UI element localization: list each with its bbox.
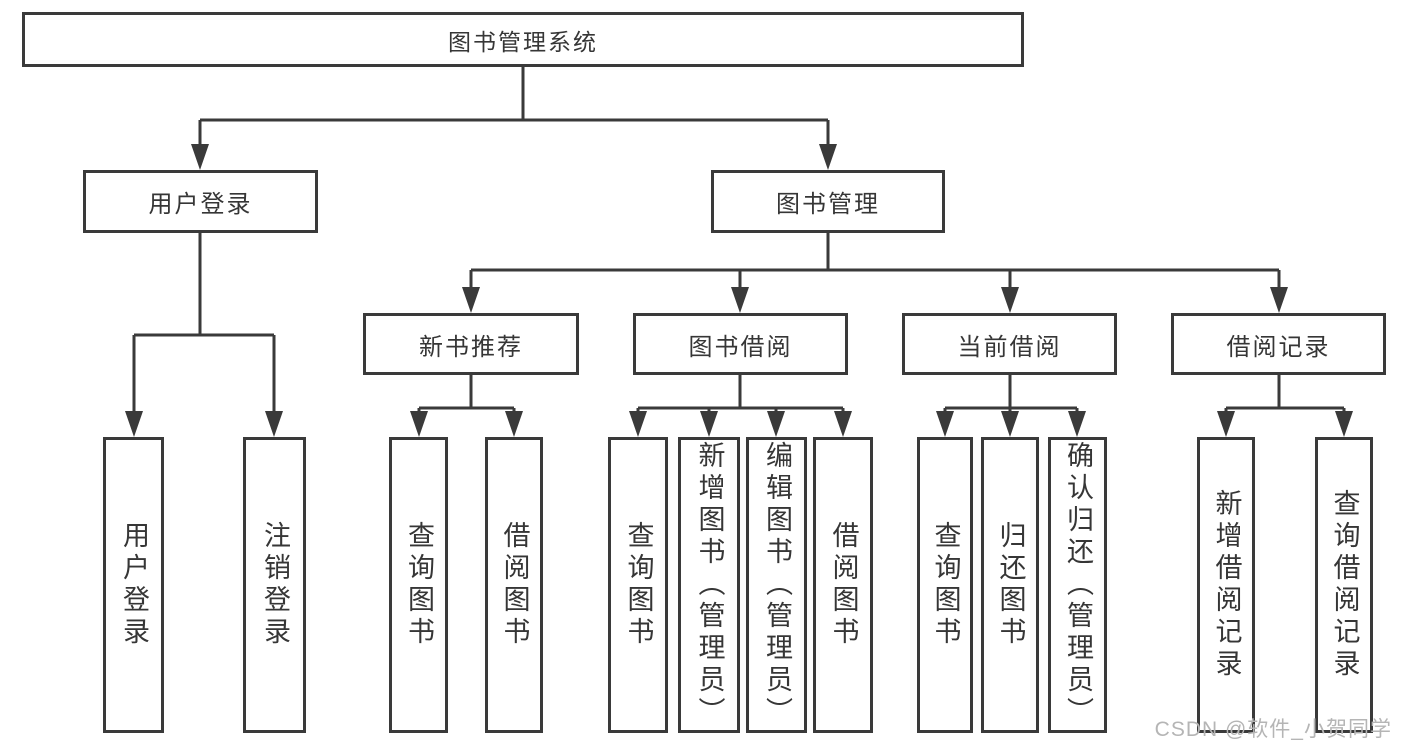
node-book-borrow: 图书借阅 <box>633 313 848 375</box>
csdn-watermark: CSDN @软件_小贺同学 <box>1154 718 1392 741</box>
leaf-borrow-books: 借阅图书 <box>813 437 873 733</box>
leaf-return-books: 归还图书 <box>981 437 1039 733</box>
leaf-query-books-borrow: 查询图书 <box>608 437 668 733</box>
node-user-login: 用户登录 <box>83 170 318 233</box>
node-new-book-recommend: 新书推荐 <box>363 313 579 375</box>
leaf-borrow-books-recommend: 借阅图书 <box>485 437 543 733</box>
leaf-user-login: 用户登录 <box>103 437 164 733</box>
leaf-query-books-current: 查询图书 <box>917 437 973 733</box>
leaf-query-books-recommend: 查询图书 <box>389 437 448 733</box>
leaf-add-borrow-record: 新增借阅记录 <box>1197 437 1255 733</box>
node-root: 图书管理系统 <box>22 12 1024 67</box>
node-current-borrow: 当前借阅 <box>902 313 1117 375</box>
node-book-management: 图书管理 <box>711 170 945 233</box>
node-borrow-records: 借阅记录 <box>1171 313 1386 375</box>
arrowheads <box>125 144 1353 437</box>
tree-edges <box>132 67 1346 413</box>
leaf-confirm-return-admin: 确认归还（管理员） <box>1048 437 1107 733</box>
leaf-logout: 注销登录 <box>243 437 306 733</box>
leaf-add-book-admin: 新增图书（管理员） <box>678 437 740 733</box>
leaf-query-borrow-record: 查询借阅记录 <box>1315 437 1373 733</box>
leaf-edit-book-admin: 编辑图书（管理员） <box>746 437 807 733</box>
